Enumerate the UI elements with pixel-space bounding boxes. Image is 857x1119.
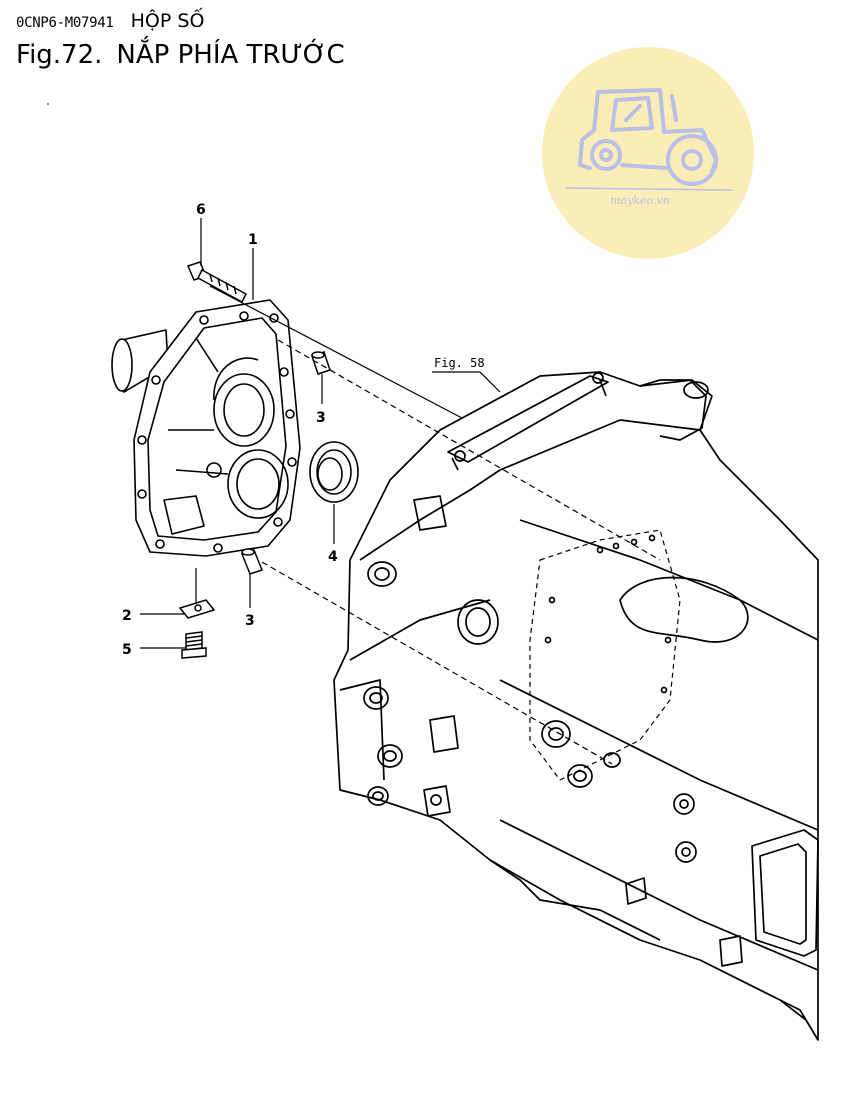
- callout-4: 4: [328, 549, 338, 565]
- callout-5: 5: [122, 642, 132, 658]
- section-title: HỘP SỐ: [130, 10, 205, 32]
- callout-3-lower: 3: [245, 613, 255, 629]
- watermark-circle: [542, 47, 754, 259]
- reference-fig-58: Fig. 58: [434, 356, 485, 370]
- cover-outline: [133, 299, 301, 557]
- bolt: [186, 261, 247, 304]
- watermark-logo: maykeo.vn: [542, 47, 754, 259]
- document-code: 0CNP6-M07941: [16, 15, 114, 31]
- stray-dot: [47, 103, 49, 105]
- callout-1: 1: [248, 232, 258, 248]
- figure-name: NẮP PHÍA TRƯỚC: [116, 40, 345, 70]
- oil-seal: [309, 441, 359, 503]
- dowel-pins: [241, 351, 331, 575]
- header: 0CNP6-M07941 HỘP SỐ: [16, 10, 204, 32]
- leader-lines: [140, 218, 661, 765]
- tractor-icon: [565, 88, 733, 191]
- callout-6: 6: [196, 202, 206, 218]
- callout-3-upper: 3: [316, 410, 326, 426]
- watermark-text: maykeo.vn: [610, 194, 670, 207]
- transmission-case: [333, 371, 819, 1041]
- plate-and-screw: [178, 599, 216, 659]
- figure-title: Fig.72. NẮP PHÍA TRƯỚC: [16, 40, 345, 70]
- callout-2: 2: [122, 608, 132, 624]
- figure-number: Fig.72.: [16, 40, 103, 70]
- front-cover-assembly: [111, 299, 301, 557]
- case-outline: [333, 371, 819, 1041]
- callouts: 1 2 3 3 4 5 6 Fig. 58: [122, 202, 485, 658]
